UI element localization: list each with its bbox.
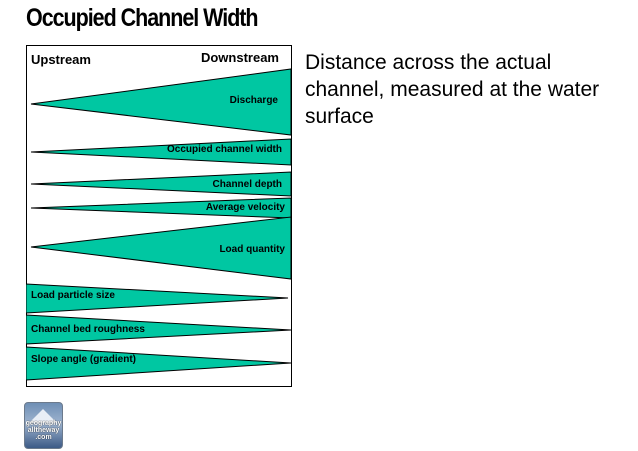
- page-title: Occupied Channel Width: [26, 4, 259, 32]
- label-discharge: Discharge: [229, 95, 278, 106]
- definition-text: Distance across the actual channel, meas…: [305, 51, 600, 128]
- wedge-channel-bed-roughness: [26, 314, 292, 345]
- label-occupied-channel-width: Occupied channel width: [166, 144, 282, 155]
- geography-alltheway-logo[interactable]: geography alltheway .com: [24, 402, 63, 449]
- wedge-diagram-svg: [26, 45, 292, 387]
- downstream-changes-diagram: Upstream Downstream Discharge Occupied c…: [26, 45, 292, 387]
- label-average-velocity: Average velocity: [205, 202, 285, 213]
- mountain-icon: [29, 409, 57, 423]
- downstream-label: Downstream: [200, 50, 279, 65]
- wedge-discharge: [30, 68, 292, 136]
- label-slope-angle: Slope angle (gradient): [31, 354, 137, 365]
- label-load-particle-size: Load particle size: [31, 290, 115, 301]
- logo-text: geography alltheway .com: [25, 420, 62, 441]
- logo-text-line: alltheway: [27, 427, 60, 434]
- label-channel-bed-roughness: Channel bed roughness: [31, 324, 145, 335]
- label-load-quantity: Load quantity: [219, 244, 285, 255]
- wedge-load-quantity: [30, 216, 292, 280]
- wedge-load-particle-size: [26, 283, 289, 314]
- wedge-average-velocity: [30, 197, 292, 219]
- logo-text-line: geography: [25, 420, 62, 427]
- wedge-occupied-channel-width: [30, 138, 292, 166]
- logo-text-line: .com: [35, 434, 52, 441]
- wedge-channel-depth: [30, 171, 292, 197]
- upstream-label: Upstream: [31, 52, 91, 67]
- wedge-slope-angle: [26, 346, 292, 381]
- label-channel-depth: Channel depth: [212, 179, 282, 190]
